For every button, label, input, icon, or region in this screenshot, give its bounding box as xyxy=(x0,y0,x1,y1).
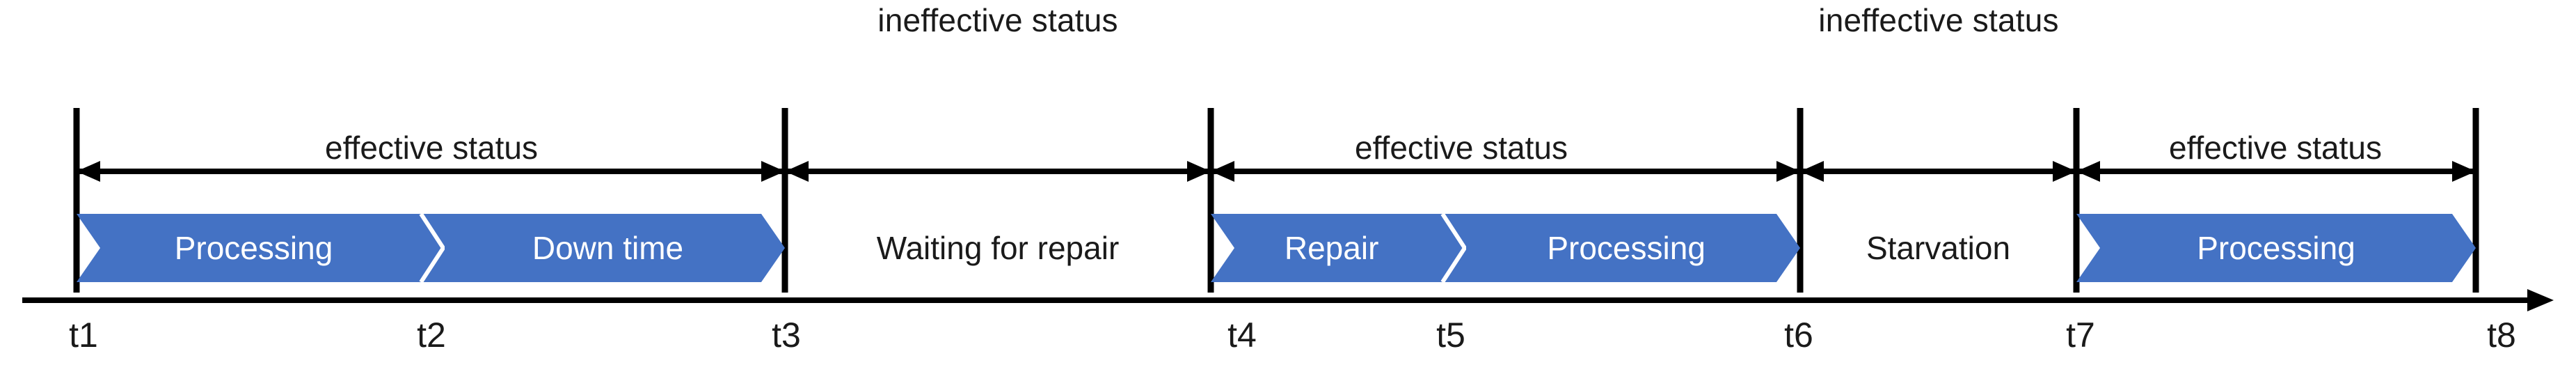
measure-shaft xyxy=(1211,169,1800,174)
process-band: Processing xyxy=(2076,214,2476,282)
measure-shaft xyxy=(77,169,785,174)
measure-arrow-m1 xyxy=(77,161,785,182)
boundary-tick-t4 xyxy=(1207,108,1214,293)
axis-tick-label: t6 xyxy=(1784,316,1813,355)
time-axis-line xyxy=(22,297,2527,303)
arrow-head-right-icon xyxy=(1187,161,1211,182)
measure-arrow-m2 xyxy=(785,161,1211,182)
arrow-head-left-icon xyxy=(1211,161,1234,182)
band-segment-label: Processing xyxy=(2197,230,2355,266)
arrow-head-left-icon xyxy=(1800,161,1824,182)
axis-tick-label: t1 xyxy=(69,316,98,355)
band-segment-label: Repair xyxy=(1284,230,1379,266)
band-segment: Processing xyxy=(77,214,431,282)
process-band: Processing Down time xyxy=(77,214,785,282)
measure-shaft xyxy=(1800,169,2076,174)
measure-label: effective status xyxy=(319,129,543,166)
status-caption: ineffective status xyxy=(1818,2,2059,38)
band-segment-label: Down time xyxy=(532,230,684,266)
axis-tick-label: t8 xyxy=(2487,316,2516,355)
measure-label: effective status xyxy=(2163,129,2387,166)
arrow-head-right-icon xyxy=(2452,161,2476,182)
axis-tick-label: t5 xyxy=(1436,316,1465,355)
plain-status-cell: Waiting for repair xyxy=(785,214,1211,282)
status-caption: ineffective status xyxy=(877,2,1118,38)
measure-shaft xyxy=(785,169,1211,174)
plain-status-label: Starvation xyxy=(1866,230,2011,266)
arrow-head-left-icon xyxy=(77,161,100,182)
measure-shaft xyxy=(2076,169,2476,174)
plain-status-label: Waiting for repair xyxy=(876,230,1120,266)
band-segment: Processing xyxy=(2076,214,2476,282)
band-segment: Repair xyxy=(1211,214,1452,282)
measure-label: effective status xyxy=(1349,129,1573,166)
band-segment: Down time xyxy=(431,214,785,282)
boundary-tick-t3 xyxy=(781,108,788,293)
axis-tick-label: t4 xyxy=(1227,316,1257,355)
band-segment-label: Processing xyxy=(1547,230,1706,266)
band-segment-label: Processing xyxy=(174,230,333,266)
measure-arrow-m3 xyxy=(1211,161,1800,182)
process-band: Repair Processing xyxy=(1211,214,1800,282)
time-axis-arrow-icon xyxy=(2527,289,2554,311)
band-segment: Processing xyxy=(1452,214,1800,282)
axis-tick-label: t7 xyxy=(2066,316,2095,355)
arrow-head-left-icon xyxy=(785,161,809,182)
axis-tick-label: t3 xyxy=(772,316,801,355)
measure-arrow-m5 xyxy=(2076,161,2476,182)
boundary-tick-t7 xyxy=(2073,108,2080,293)
measure-arrow-m4 xyxy=(1800,161,2076,182)
arrow-head-right-icon xyxy=(761,161,785,182)
boundary-tick-t6 xyxy=(1797,108,1804,293)
boundary-tick-t1 xyxy=(73,108,80,293)
arrow-head-right-icon xyxy=(2053,161,2076,182)
plain-status-cell: Starvation xyxy=(1800,214,2076,282)
boundary-tick-t8 xyxy=(2472,108,2479,293)
arrow-head-left-icon xyxy=(2076,161,2100,182)
axis-tick-label: t2 xyxy=(417,316,446,355)
arrow-head-right-icon xyxy=(1776,161,1800,182)
